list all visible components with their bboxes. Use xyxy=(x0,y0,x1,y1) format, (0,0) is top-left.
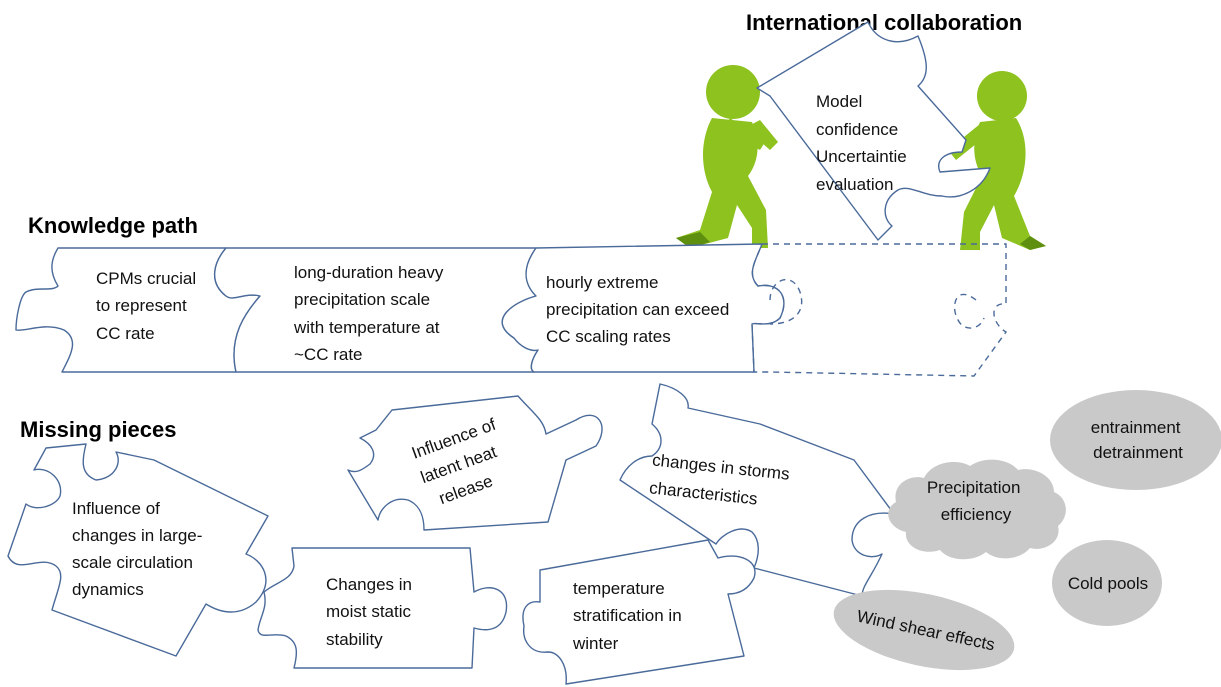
missing-piece-moist-static: Changes in moist static stability xyxy=(257,547,508,669)
knowledge-dashed-piece xyxy=(751,243,1008,377)
svg-text:entrainment detrainment: entrainment detrainment xyxy=(1091,418,1186,462)
missing-piece-latent-heat: Influence of latent heat release xyxy=(347,395,603,531)
entrainment-detrainment-cloud: entrainment detrainment xyxy=(1050,390,1221,490)
knowledge-piece-2-text: long-duration heavy precipitation scale … xyxy=(293,263,448,364)
missing-piece-circulation-text: Influence of changes in large- scale cir… xyxy=(72,499,207,599)
dashed-tab-left xyxy=(769,278,803,325)
cold-pools-cloud: Cold pools xyxy=(1052,540,1162,626)
international-collaboration-title: International collaboration xyxy=(746,10,1022,35)
person-right-icon xyxy=(948,71,1046,250)
missing-piece-latent-heat-shape xyxy=(347,395,603,531)
missing-piece-temperature-text: temperature stratification in winter xyxy=(572,579,686,653)
missing-piece-circulation-shape xyxy=(7,443,269,657)
svg-text:Cold pools: Cold pools xyxy=(1068,574,1148,593)
missing-piece-storms: changes in storms characteristics xyxy=(619,383,895,597)
dashed-tab-right xyxy=(953,293,985,329)
top-puzzle-piece: Model confidence Uncertaintie evaluation xyxy=(756,21,991,241)
wind-shear-cloud: Wind shear effects xyxy=(833,589,1015,671)
person-left-icon xyxy=(676,65,778,248)
missing-piece-circulation: Influence of changes in large- scale cir… xyxy=(7,443,269,657)
svg-text:Precipitation efficiency: Precipitation efficiency xyxy=(927,478,1025,524)
knowledge-piece-3 xyxy=(501,243,785,373)
missing-pieces-title: Missing pieces xyxy=(20,417,177,442)
knowledge-piece-1-text: CPMs crucial to represent CC rate xyxy=(96,269,201,343)
missing-piece-temperature: temperature stratification in winter xyxy=(522,539,756,685)
top-piece-shape xyxy=(756,21,991,241)
missing-piece-moist-static-text: Changes in moist static stability xyxy=(326,575,417,649)
precipitation-efficiency-cloud: Precipitation efficiency xyxy=(888,459,1066,560)
knowledge-path: CPMs crucial to represent CC rate long-d… xyxy=(15,243,1008,377)
knowledge-path-title: Knowledge path xyxy=(28,213,198,238)
knowledge-piece-3-text: hourly extreme precipitation can exceed … xyxy=(546,273,734,346)
top-piece-text: Model confidence Uncertaintie evaluation xyxy=(816,92,911,194)
missing-piece-temperature-shape xyxy=(522,539,756,685)
missing-piece-moist-static-shape xyxy=(257,547,508,669)
